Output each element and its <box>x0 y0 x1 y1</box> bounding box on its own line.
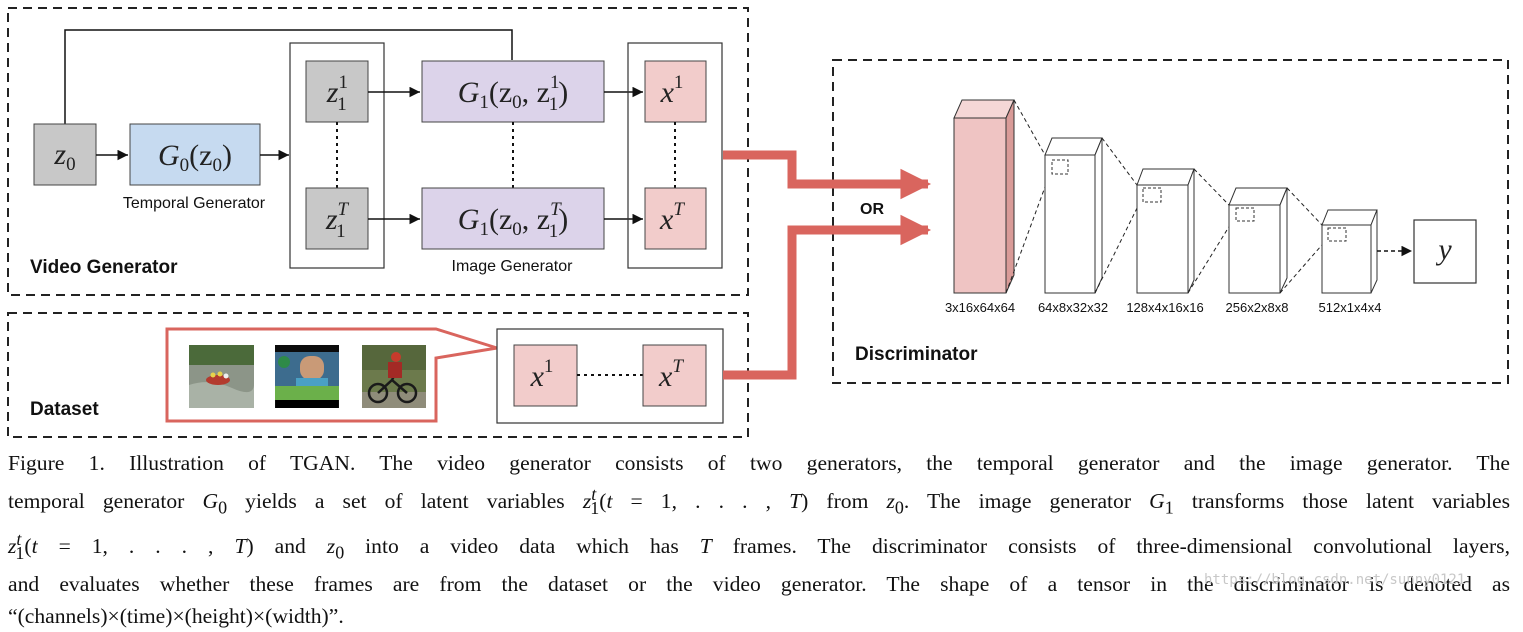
layer-5-shape: 512x1x4x4 <box>1319 300 1382 315</box>
caption-line-4: and evaluates whether these frames are f… <box>8 572 1510 597</box>
g1-top-box <box>421 60 605 123</box>
x-bottom-label: xT <box>659 199 685 236</box>
image-generator-caption: Image Generator <box>452 258 574 275</box>
x-top-box <box>644 60 707 123</box>
watermark-url: https://blog.csdn.net/sunny0121 <box>1204 572 1466 588</box>
generated-frames-container <box>627 42 723 269</box>
dataset-x1-label: x1 <box>530 356 554 393</box>
layer-3-shape: 128x4x16x16 <box>1126 300 1203 315</box>
x-top-label: x1 <box>660 72 684 109</box>
projection-line <box>1279 237 1329 294</box>
projection-line <box>1187 216 1236 294</box>
layer-2-block <box>1044 137 1103 294</box>
generator-to-discriminator-arrow <box>723 150 932 200</box>
dataset-to-discriminator-arrow <box>723 214 932 380</box>
z0-skip-connection <box>64 29 513 124</box>
x-bottom-box <box>644 187 707 250</box>
projection-line <box>1286 187 1323 226</box>
discriminator-label: Discriminator <box>855 344 978 365</box>
dataset-x1-box <box>513 344 578 407</box>
caption-line-2: temporal generator G0 yields a set of la… <box>8 484 1510 518</box>
caption-line-5: “(channels)×(time)×(height)×(width)”. <box>8 603 344 628</box>
caption-line-3: zt1(t = 1, . . . , T) and z0 into a vide… <box>8 529 1510 563</box>
figure-caption: Figure 1. Illustration of TGAN. The vide… <box>8 448 1510 632</box>
g1-bottom-box <box>421 187 605 250</box>
dataset-label: Dataset <box>30 399 99 420</box>
z0-box <box>33 123 97 186</box>
layer-1-block <box>953 99 1015 294</box>
video-generator-label: Video Generator <box>30 257 178 278</box>
projection-line <box>1013 99 1046 156</box>
z1-bottom-box <box>305 187 369 250</box>
video-generator-group <box>7 7 749 296</box>
thumbnail-cyclist <box>362 345 426 408</box>
temporal-generator-caption: Temporal Generator <box>123 195 266 212</box>
tgan-diagram: Video Generator Dataset Discriminator z0… <box>7 7 1509 438</box>
y-label: y <box>1435 233 1452 266</box>
dataset-xT-box <box>642 344 707 407</box>
g0-label: G0(z0) <box>158 139 232 176</box>
projection-line <box>1101 137 1138 186</box>
thumbnail-rafting <box>189 345 254 408</box>
projection-line <box>1193 168 1230 206</box>
y-box <box>1413 219 1477 284</box>
z0-label: z0 <box>53 138 75 175</box>
layer-1-shape: 3x16x64x64 <box>945 300 1015 315</box>
projection-line <box>1005 167 1053 294</box>
thumbnail-child <box>275 345 339 408</box>
layer-4-shape: 256x2x8x8 <box>1226 300 1289 315</box>
dataset-xT-label: xT <box>658 356 684 393</box>
discriminator-group <box>832 59 1509 384</box>
z1-top-box <box>305 60 369 123</box>
latent-variables-container <box>289 42 385 269</box>
or-label: OR <box>860 201 884 218</box>
layer-5-block <box>1321 209 1378 294</box>
caption-line-1: Figure 1. Illustration of TGAN. The vide… <box>8 451 1510 475</box>
layer-4-block <box>1228 187 1288 294</box>
layer-2-shape: 64x8x32x32 <box>1038 300 1108 315</box>
layer-3-block <box>1136 168 1195 294</box>
